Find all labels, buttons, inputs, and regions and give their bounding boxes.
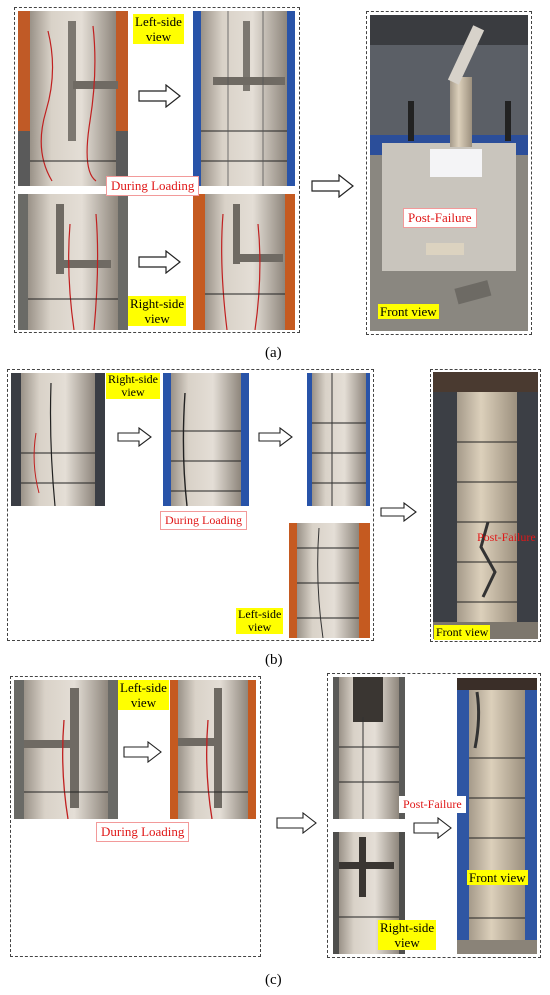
panel-c-failure-frame — [327, 673, 541, 958]
photo-a-right-1 — [18, 194, 128, 330]
arrow-icon — [258, 427, 293, 447]
photo-a-right-2 — [193, 194, 295, 330]
label-post-failure: Post-Failure — [399, 796, 466, 813]
photo-c-front — [457, 678, 537, 954]
photo-b-left-1 — [289, 523, 370, 638]
label-right-side-view: Right-side view — [128, 296, 187, 326]
arrow-icon — [276, 812, 317, 834]
caption-a: (a) — [265, 345, 282, 361]
label-left-side-view: Left-side view — [118, 680, 169, 710]
label-front-view: Front view — [434, 625, 491, 640]
photo-b-front — [433, 372, 538, 639]
label-front-view: Front view — [378, 304, 439, 319]
photo-c-left-2 — [170, 680, 256, 819]
arrow-icon — [413, 817, 452, 839]
label-right-side-view: Right-side view — [378, 920, 437, 950]
arrow-icon — [123, 741, 162, 763]
label-front-view: Front view — [467, 870, 528, 885]
label-left-side-view: Left-side view — [236, 607, 284, 634]
label-right-side-view: Right-side view — [106, 372, 160, 399]
arrow-icon — [117, 427, 152, 447]
photo-a-front — [370, 15, 528, 331]
photo-a-left-2 — [193, 11, 295, 186]
photo-b-3 — [307, 373, 370, 506]
arrow-icon — [380, 502, 417, 522]
panel-a-failure-frame — [366, 11, 532, 335]
photo-b-right-1 — [11, 373, 105, 506]
photo-a-left-1 — [18, 11, 128, 186]
photo-c-post-1 — [333, 677, 405, 819]
arrow-icon — [311, 174, 354, 198]
panel-b-failure-frame — [430, 369, 541, 642]
label-post-failure: Post-Failure — [477, 530, 536, 544]
arrow-icon — [138, 250, 181, 274]
arrow-icon — [138, 84, 181, 108]
photo-b-2 — [163, 373, 249, 506]
panel-c-loading-frame — [10, 676, 261, 957]
label-during-loading: During Loading — [160, 511, 247, 530]
label-post-failure: Post-Failure — [403, 208, 477, 228]
panel-a-loading-frame — [14, 7, 300, 333]
photo-c-left-1 — [14, 680, 118, 819]
caption-c: (c) — [265, 972, 282, 988]
label-during-loading: During Loading — [106, 176, 200, 196]
label-left-side-view: Left-side view — [133, 14, 184, 44]
label-during-loading: During Loading — [96, 822, 190, 842]
panel-b-loading-frame — [7, 369, 374, 641]
caption-b: (b) — [265, 652, 283, 668]
